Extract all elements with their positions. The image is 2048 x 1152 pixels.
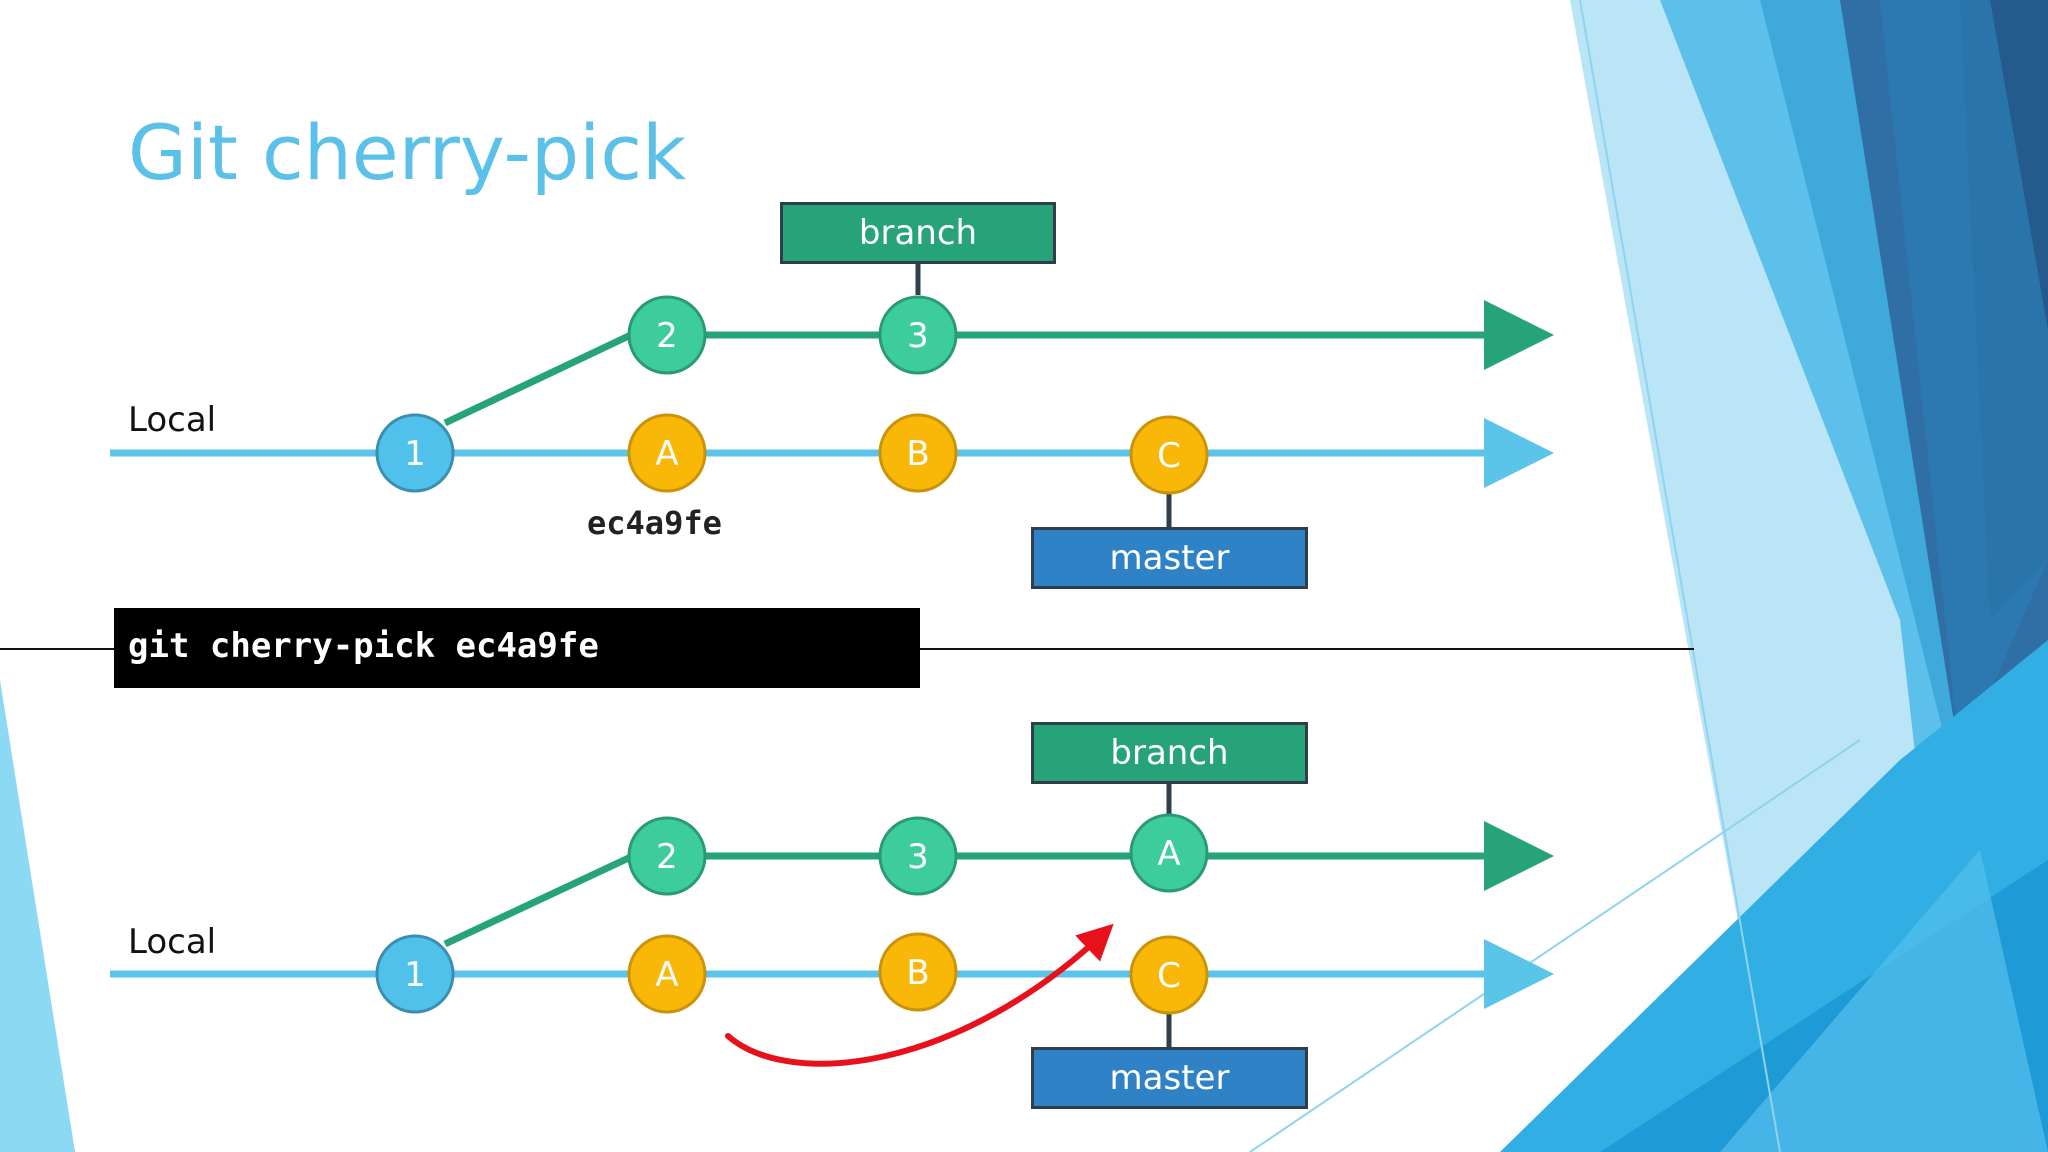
commit-node-C-after: C	[1129, 935, 1209, 1015]
master-ref-before: master	[1031, 527, 1308, 589]
master-ref-label: master	[1109, 1058, 1230, 1098]
master-ref-after: master	[1031, 1047, 1308, 1109]
commit-node-A-after: A	[627, 934, 707, 1014]
commit-node-1-before: 1	[375, 413, 455, 493]
commit-node-B-after: B	[878, 932, 958, 1012]
branch-ref-after: branch	[1031, 722, 1308, 784]
branch-fork-before	[443, 329, 637, 427]
commit-node-2-after: 2	[627, 816, 707, 896]
commit-label: B	[906, 434, 929, 474]
branch-ref-label: branch	[858, 213, 978, 253]
bg-facet-left-2	[0, 680, 75, 1152]
commit-label: B	[906, 953, 929, 993]
commit-node-A-picked-after: A	[1129, 813, 1209, 893]
commit-label: 1	[404, 955, 426, 995]
slide-title: Git cherry-pick	[128, 108, 687, 197]
commit-node-2-before: 2	[627, 295, 707, 375]
commit-node-A-before: A	[627, 413, 707, 493]
commit-node-1-after: 1	[375, 934, 455, 1014]
commit-node-C-before: C	[1129, 415, 1209, 495]
commit-label: C	[1157, 436, 1181, 476]
commit-label: A	[655, 955, 678, 995]
bg-facet-bottom-3	[1720, 850, 2048, 1152]
bg-thin-line-2	[1249, 739, 1861, 1152]
branch-ref-label: branch	[1110, 733, 1229, 773]
diagram-after: 1 A B C 2 3 A	[110, 783, 1554, 1067]
commit-label: A	[1157, 834, 1180, 874]
local-lane-label-after: Local	[128, 922, 217, 962]
diagram-before: 1 A B C 2 3	[110, 263, 1554, 528]
commit-label: 2	[656, 837, 678, 877]
commit-label: 3	[907, 316, 929, 356]
commit-label: 3	[907, 837, 929, 877]
commit-node-3-after: 3	[878, 816, 958, 896]
command-text: git cherry-pick ec4a9fe	[128, 626, 599, 666]
commit-label: C	[1157, 956, 1181, 996]
cherry-pick-arrow	[725, 923, 1114, 1067]
commit-label: 1	[404, 434, 426, 474]
commit-label: 2	[656, 316, 678, 356]
bg-thin-line-1	[1579, 0, 1781, 1152]
branch-ref-before: branch	[780, 202, 1056, 264]
commit-node-3-before: 3	[878, 295, 958, 375]
commit-node-B-before: B	[878, 413, 958, 493]
commit-hash-label: ec4a9fe	[587, 504, 722, 542]
local-lane-label-before: Local	[128, 400, 217, 440]
commit-label: A	[655, 434, 678, 474]
bg-facet-dark-3	[1880, 0, 2048, 760]
command-box	[114, 608, 920, 688]
master-ref-label: master	[1109, 538, 1230, 578]
branch-fork-after	[443, 851, 637, 948]
